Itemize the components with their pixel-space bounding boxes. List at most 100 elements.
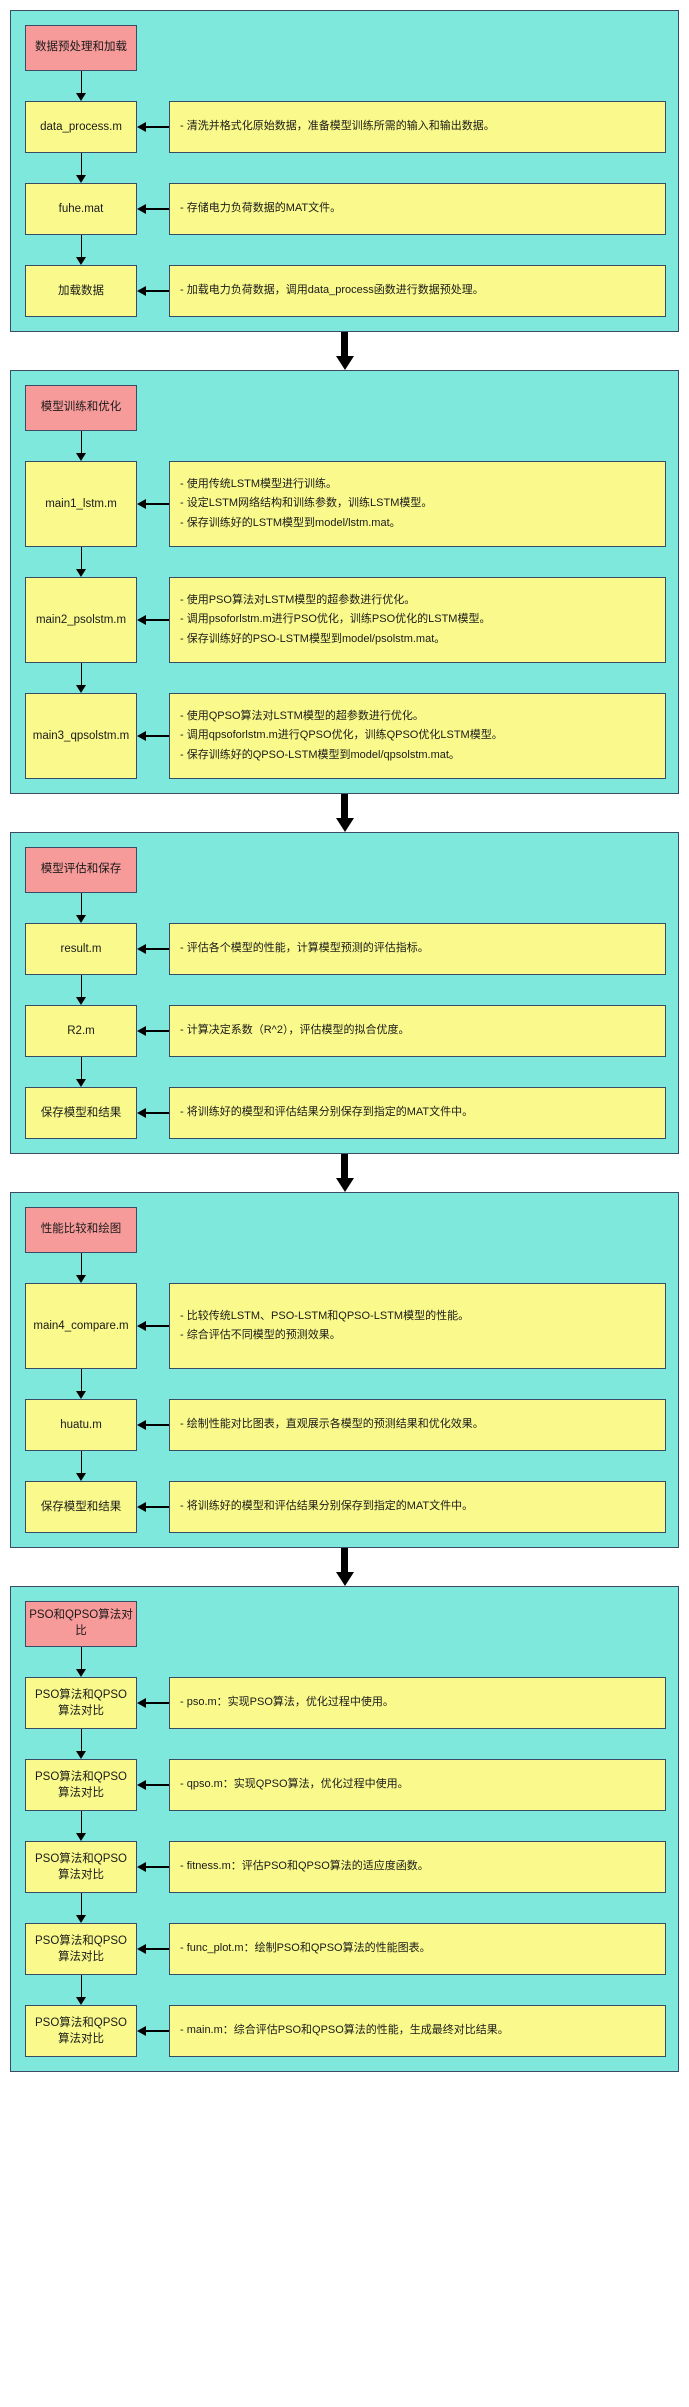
flow-arrow-down-small [25, 1647, 137, 1677]
step-row: result.m - 评估各个模型的性能，计算模型预测的评估指标。 [25, 923, 666, 975]
flow-node[interactable]: huatu.m [25, 1399, 137, 1451]
arrow-shaft [81, 1975, 83, 1999]
flow-node[interactable]: PSO算法和QPSO 算法对比 [25, 1677, 137, 1729]
arrow-head [76, 1473, 86, 1481]
flow-node[interactable]: data_process.m [25, 101, 137, 153]
step-row: 保存模型和结果 - 将训练好的模型和评估结果分别保存到指定的MAT文件中。 [25, 1087, 666, 1139]
note-line: - 将训练好的模型和评估结果分别保存到指定的MAT文件中。 [180, 1500, 474, 1513]
section-header-performance-comparison: 性能比较和绘图 [25, 1207, 137, 1253]
arrow-head [137, 1420, 146, 1430]
note-line: - 评估各个模型的性能，计算模型预测的评估指标。 [180, 942, 429, 955]
arrow-shaft [145, 735, 169, 737]
note-line: - fitness.m：评估PSO和QPSO算法的适应度函数。 [180, 1860, 429, 1873]
section-header-data-preprocessing: 数据预处理和加载 [25, 25, 137, 71]
flow-node[interactable]: PSO算法和QPSO 算法对比 [25, 1759, 137, 1811]
flow-note: - 计算决定系数（R^2），评估模型的拟合优度。 [169, 1005, 666, 1057]
flow-arrow-down-small [25, 1975, 137, 2005]
flow-note: - 评估各个模型的性能，计算模型预测的评估指标。 [169, 923, 666, 975]
arrow-head [137, 1108, 146, 1118]
flow-node[interactable]: main3_qpsolstm.m [25, 693, 137, 779]
flow-node[interactable]: 保存模型和结果 [25, 1087, 137, 1139]
arrow-head [76, 1915, 86, 1923]
note-line: - 保存训练好的PSO-LSTM模型到model/psolstm.mat。 [180, 632, 446, 645]
flow-note: - func_plot.m：绘制PSO和QPSO算法的性能图表。 [169, 1923, 666, 1975]
flow-note: - 将训练好的模型和评估结果分别保存到指定的MAT文件中。 [169, 1087, 666, 1139]
flow-arrow-left-icon [137, 1481, 169, 1533]
section-connector-arrow [10, 1154, 679, 1192]
arrow-shaft [145, 2030, 169, 2032]
arrow-shaft [145, 1030, 169, 1032]
arrow-shaft [341, 332, 348, 358]
arrow-shaft [341, 794, 348, 820]
note-line: - 使用PSO算法对LSTM模型的超参数进行优化。 [180, 594, 416, 607]
arrow-head [137, 1321, 146, 1331]
arrow-shaft [145, 1948, 169, 1950]
arrow-shaft [81, 153, 83, 177]
arrow-shaft [81, 71, 83, 95]
arrow-head [76, 257, 86, 265]
step-row: huatu.m- 绘制性能对比图表，直观展示各模型的预测结果和优化效果。 [25, 1399, 666, 1451]
arrow-head [137, 1698, 146, 1708]
flow-node[interactable]: main2_psolstm.m [25, 577, 137, 663]
flow-arrow-left-icon [137, 1923, 169, 1975]
flow-note: - 加载电力负荷数据，调用data_process函数进行数据预处理。 [169, 265, 666, 317]
flow-node[interactable]: PSO算法和QPSO 算法对比 [25, 1841, 137, 1893]
arrow-shaft [145, 208, 169, 210]
flow-arrow-left-icon [137, 1005, 169, 1057]
flow-arrow-down-small [25, 71, 137, 101]
arrow-head [76, 1669, 86, 1677]
step-row: 保存模型和结果 - 将训练好的模型和评估结果分别保存到指定的MAT文件中。 [25, 1481, 666, 1533]
flow-node[interactable]: main4_compare.m [25, 1283, 137, 1369]
arrow-shaft [81, 1369, 83, 1393]
flow-node[interactable]: R2.m [25, 1005, 137, 1057]
flow-note: - pso.m：实现PSO算法，优化过程中使用。 [169, 1677, 666, 1729]
flow-note: - 存储电力负荷数据的MAT文件。 [169, 183, 666, 235]
arrow-shaft [81, 975, 83, 999]
flow-note: - 使用QPSO算法对LSTM模型的超参数进行优化。- 调用qpsoforlst… [169, 693, 666, 779]
arrow-shaft [145, 126, 169, 128]
arrow-shaft [81, 1811, 83, 1835]
arrow-head [76, 93, 86, 101]
flow-node[interactable]: main1_lstm.m [25, 461, 137, 547]
flow-arrow-down-small [25, 975, 137, 1005]
arrow-head [335, 356, 354, 370]
arrow-shaft [81, 431, 83, 455]
section-connector-arrow [10, 332, 679, 370]
flow-arrow-down-small [25, 1893, 137, 1923]
arrow-shaft [145, 1784, 169, 1786]
step-row: main2_psolstm.m - 使用PSO算法对LSTM模型的超参数进行优化。… [25, 577, 666, 663]
flow-node[interactable]: result.m [25, 923, 137, 975]
arrow-shaft [81, 547, 83, 571]
flow-node[interactable]: PSO算法和QPSO 算法对比 [25, 2005, 137, 2057]
flow-arrow-left-icon [137, 923, 169, 975]
arrow-head [137, 204, 146, 214]
arrow-shaft [145, 619, 169, 621]
flow-arrow-left-icon [137, 265, 169, 317]
flow-arrow-left-icon [137, 2005, 169, 2057]
arrow-head [76, 569, 86, 577]
arrow-head [137, 944, 146, 954]
flow-node[interactable]: 加载数据 [25, 265, 137, 317]
flow-note: - 使用传统LSTM模型进行训练。- 设定LSTM网络结构和训练参数，训练LST… [169, 461, 666, 547]
arrow-shaft [81, 235, 83, 259]
flow-node[interactable]: fuhe.mat [25, 183, 137, 235]
flow-arrow-down-small [25, 547, 137, 577]
arrow-shaft [81, 1253, 83, 1277]
arrow-head [76, 685, 86, 693]
note-line: - 使用传统LSTM模型进行训练。 [180, 478, 338, 491]
arrow-shaft [145, 290, 169, 292]
flow-note: - 使用PSO算法对LSTM模型的超参数进行优化。- 调用psoforlstm.… [169, 577, 666, 663]
flow-note: - fitness.m：评估PSO和QPSO算法的适应度函数。 [169, 1841, 666, 1893]
note-line: - 调用qpsoforlstm.m进行QPSO优化，训练QPSO优化LSTM模型… [180, 729, 503, 742]
flow-arrow-down-small [25, 431, 137, 461]
arrow-head [137, 1026, 146, 1036]
arrow-shaft [145, 1424, 169, 1426]
arrow-shaft [81, 893, 83, 917]
flow-node[interactable]: 保存模型和结果 [25, 1481, 137, 1533]
step-row: PSO算法和QPSO 算法对比 - fitness.m：评估PSO和QPSO算法的… [25, 1841, 666, 1893]
step-row: PSO算法和QPSO 算法对比- main.m：综合评估PSO和QPSO算法的性… [25, 2005, 666, 2057]
flow-node[interactable]: PSO算法和QPSO 算法对比 [25, 1923, 137, 1975]
